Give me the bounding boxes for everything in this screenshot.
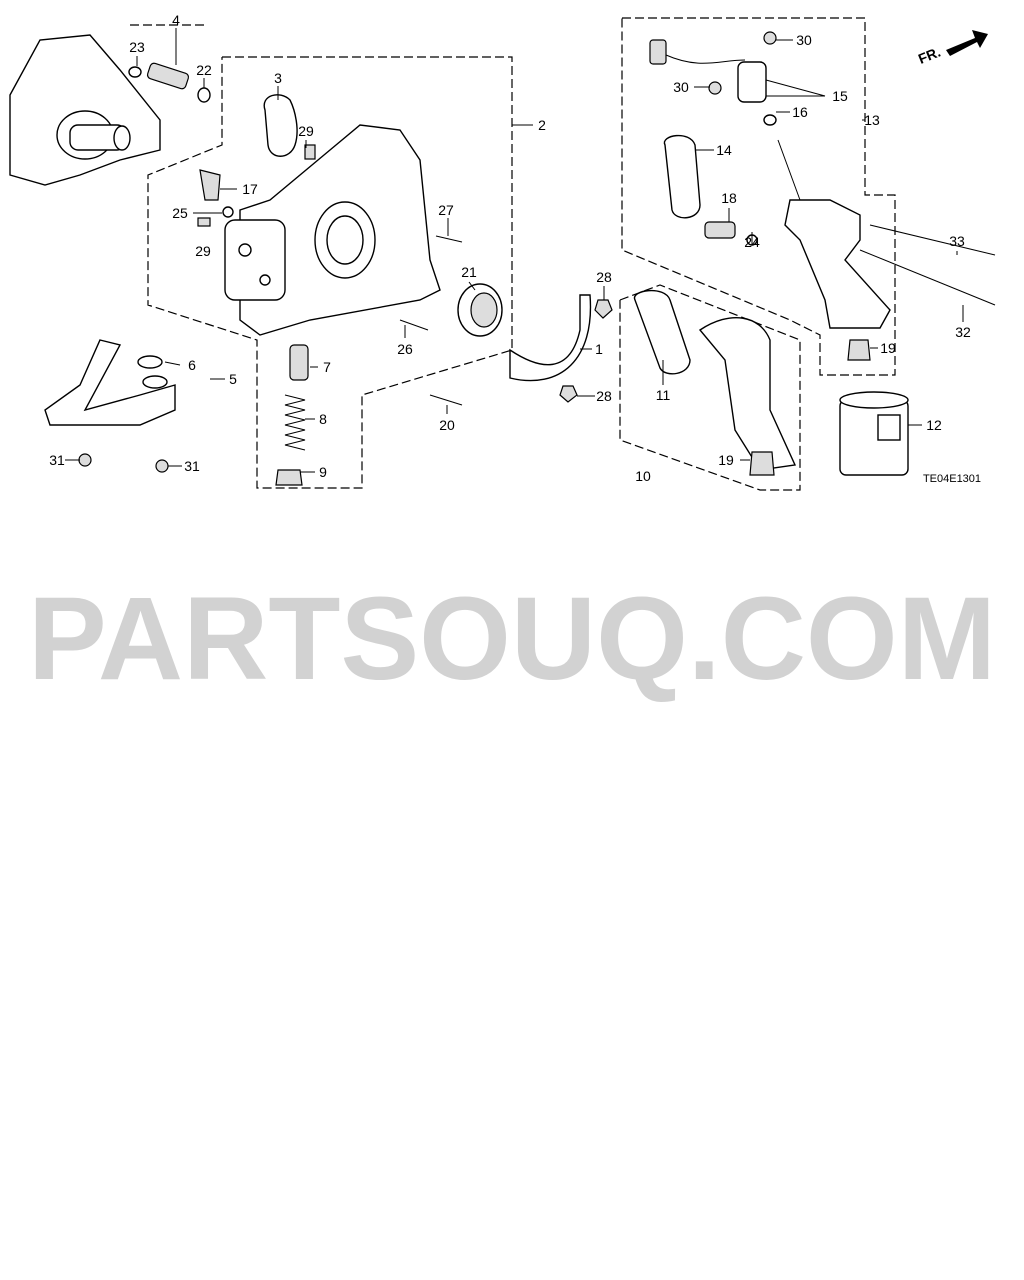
engine-block-part — [9, 34, 161, 186]
harness-part — [649, 39, 746, 65]
group-box-2 — [147, 56, 513, 489]
callout-19b[interactable]: 19 — [718, 452, 734, 468]
callout-12[interactable]: 12 — [926, 417, 942, 433]
plug-19 — [847, 339, 871, 361]
callout-30[interactable]: 30 — [796, 32, 812, 48]
leader-lines — [65, 28, 964, 473]
oil-pressure-switch-part — [199, 169, 221, 201]
callout-29b[interactable]: 29 — [195, 243, 211, 259]
callout-1[interactable]: 1 — [595, 341, 603, 357]
callout-13[interactable]: 13 — [864, 112, 880, 128]
callout-27[interactable]: 27 — [438, 202, 454, 218]
callout-30b[interactable]: 30 — [673, 79, 689, 95]
callout-10[interactable]: 10 — [635, 468, 651, 484]
callout-23[interactable]: 23 — [129, 39, 145, 55]
oil-strainer-part — [44, 339, 176, 426]
callout-28b[interactable]: 28 — [596, 388, 612, 404]
front-indicator-label: FR. — [916, 44, 943, 67]
o-ring-25 — [222, 206, 234, 218]
bolt-20 — [429, 394, 463, 406]
dowel-pin-29 — [304, 144, 316, 160]
group-box-13 — [621, 17, 896, 376]
spool-valve-part — [737, 61, 767, 103]
baffle-plate-part — [509, 294, 592, 382]
callout-22[interactable]: 22 — [196, 62, 212, 78]
bolt-30 — [763, 31, 777, 45]
callout-4[interactable]: 4 — [172, 12, 180, 28]
callout-5[interactable]: 5 — [229, 371, 237, 387]
callout-8[interactable]: 8 — [319, 411, 327, 427]
filter-gasket-11 — [634, 289, 691, 375]
callout-31b[interactable]: 31 — [184, 458, 200, 474]
callout-19[interactable]: 19 — [880, 340, 896, 356]
relief-spring-part — [284, 394, 306, 451]
o-ring-16 — [763, 114, 777, 126]
plug-19b — [749, 451, 775, 476]
callout-18[interactable]: 18 — [721, 190, 737, 206]
bolt-30b — [708, 81, 722, 95]
front-arrow-icon — [946, 30, 988, 56]
callouts: 4 23 22 3 2 29 17 25 29 27 21 28 1 26 6 … — [49, 12, 971, 484]
flange-nut-28b — [559, 385, 578, 403]
oil-jet-part — [128, 62, 211, 103]
gasket-part — [263, 94, 298, 157]
callout-20[interactable]: 20 — [439, 417, 455, 433]
callout-21[interactable]: 21 — [461, 264, 477, 280]
filter-base-part-13 — [784, 199, 891, 329]
parts-diagram: FR. 4 23 22 3 2 29 17 25 29 27 21 28 1 2… — [9, 12, 996, 491]
filter-gasket-14 — [663, 134, 701, 219]
dowel-pin-29b — [197, 217, 211, 227]
group-box-10 — [619, 284, 801, 491]
callout-9[interactable]: 9 — [319, 464, 327, 480]
pipe-part — [777, 139, 801, 201]
callout-32[interactable]: 32 — [955, 324, 971, 340]
callout-16[interactable]: 16 — [792, 104, 808, 120]
callout-24[interactable]: 24 — [744, 234, 760, 250]
bolt-33 — [869, 224, 996, 256]
oil-seal-part — [457, 283, 503, 337]
bolt-31 — [78, 453, 92, 467]
stud-bolt-26 — [399, 319, 429, 331]
callout-28[interactable]: 28 — [596, 269, 612, 285]
callout-25[interactable]: 25 — [172, 205, 188, 221]
callout-2[interactable]: 2 — [538, 117, 546, 133]
bolt-31b — [155, 459, 169, 473]
callout-6[interactable]: 6 — [188, 357, 196, 373]
oil-filter-part — [839, 391, 909, 476]
callout-33[interactable]: 33 — [949, 233, 965, 249]
oil-temp-sensor-18 — [704, 221, 736, 239]
callout-29[interactable]: 29 — [298, 123, 314, 139]
callout-3[interactable]: 3 — [274, 70, 282, 86]
sealing-bolt-part — [275, 469, 303, 486]
callout-26[interactable]: 26 — [397, 341, 413, 357]
callout-7[interactable]: 7 — [323, 359, 331, 375]
callout-15[interactable]: 15 — [832, 88, 848, 104]
oil-cooler-base-part-10 — [698, 316, 797, 471]
bolt-32 — [859, 249, 996, 306]
callout-31[interactable]: 31 — [49, 452, 65, 468]
oil-pump-part — [224, 124, 441, 336]
callout-11[interactable]: 11 — [656, 387, 671, 403]
callout-14[interactable]: 14 — [716, 142, 732, 158]
watermark: PARTSOUQ.COM — [27, 573, 997, 705]
callout-17[interactable]: 17 — [242, 181, 258, 197]
stud-bolt-27 — [435, 235, 463, 243]
relief-valve-part — [289, 344, 309, 381]
diagram-code: TE04E1301 — [923, 473, 981, 485]
flange-nut-28 — [594, 299, 613, 319]
